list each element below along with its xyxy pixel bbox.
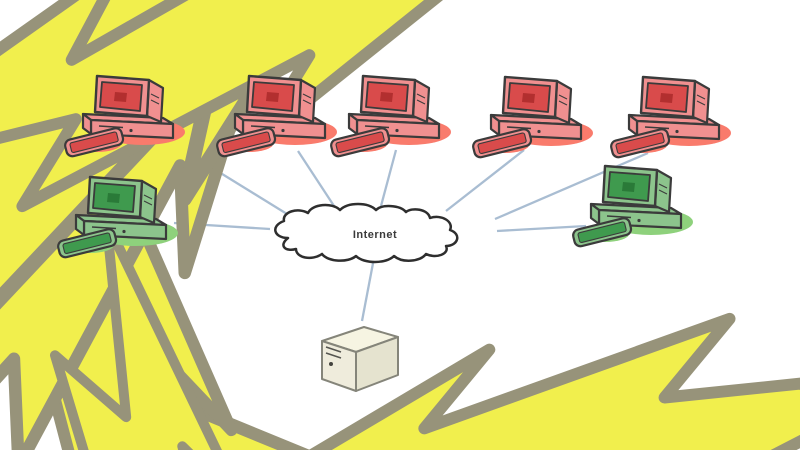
connection-line-attacker-pc-2 [297, 150, 337, 210]
network-nodes-layer: Internet [55, 74, 733, 392]
attacker-pc-5-icon [608, 75, 733, 160]
connection-line-attacker-pc-4 [445, 149, 525, 212]
connection-line-internet-cloud [360, 257, 376, 322]
attacker-pc-4-icon [470, 75, 595, 160]
attacker-pc-3-icon [328, 74, 453, 159]
target-server-icon [321, 326, 399, 392]
internet-cloud-label: Internet [353, 229, 397, 241]
lightning-bolt-icon [163, 280, 800, 450]
connection-line-attacker-pc-3 [379, 149, 398, 207]
connection-line-client-pc-right [496, 224, 587, 233]
connection-line-attacker-pc-5 [494, 151, 649, 221]
